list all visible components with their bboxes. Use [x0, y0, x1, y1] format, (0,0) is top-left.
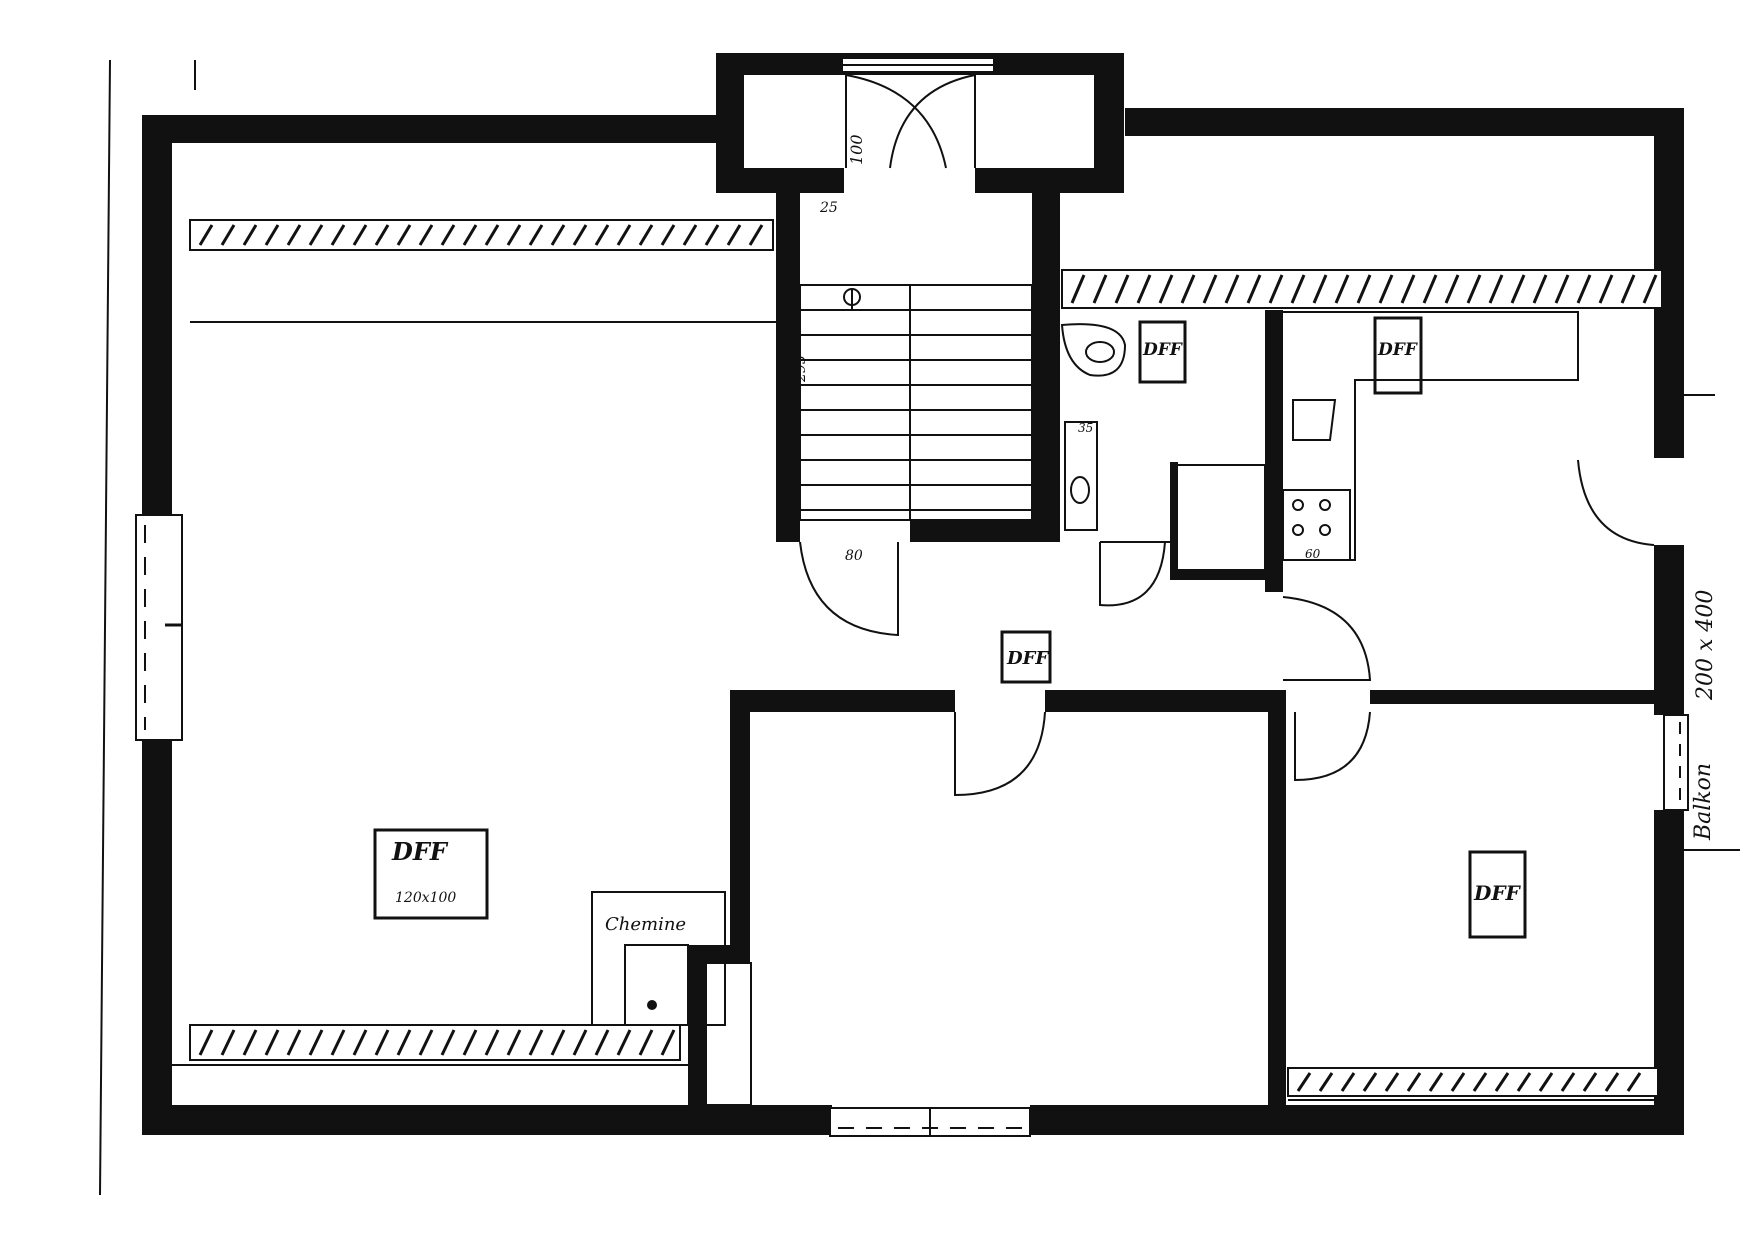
roof-beams [189, 219, 1663, 1097]
entry-dim: 25 [819, 200, 838, 216]
balkon-size-label: 200 x 400 [1693, 590, 1718, 701]
entry-door-dim: 100 [847, 134, 866, 165]
skylight-1-size: 120x100 [395, 890, 456, 906]
stair-dim: 295 [793, 355, 809, 383]
chimney [591, 891, 752, 1106]
balkon-label: Balkon [1691, 763, 1716, 841]
skylight-3: DFF [1138, 320, 1187, 384]
skylight-4-label: DFF [1377, 340, 1419, 360]
stair-door-dim: 80 [845, 548, 863, 564]
skylight-1-label: DFF [391, 837, 449, 866]
skylight-2: DFF [1000, 630, 1052, 684]
chemine-label: Chemine [605, 914, 686, 935]
balcony-door [1663, 714, 1689, 811]
window-bottom [829, 1107, 1031, 1137]
stove-dim: 60 [1305, 547, 1321, 561]
kitchen-fixtures [1282, 311, 1579, 561]
entry-opening [841, 57, 995, 73]
skylight-5-label: DFF [1473, 881, 1522, 905]
window-left [135, 514, 183, 741]
skylight-3-label: DFF [1142, 340, 1184, 360]
outer-walls [142, 53, 1684, 1135]
skylight-1: DFF 120x100 [373, 828, 489, 920]
staircase [799, 284, 1033, 521]
skylight-2-label: DFF [1006, 648, 1049, 669]
bath-dim: 35 [1078, 421, 1093, 435]
page-edge-left [99, 59, 111, 1196]
skylight-4: DFF [1373, 316, 1423, 395]
doors [799, 74, 1655, 797]
skylight-5: DFF [1468, 850, 1527, 939]
bathroom-fixtures [1060, 323, 1266, 571]
inner-walls [688, 190, 1670, 1120]
